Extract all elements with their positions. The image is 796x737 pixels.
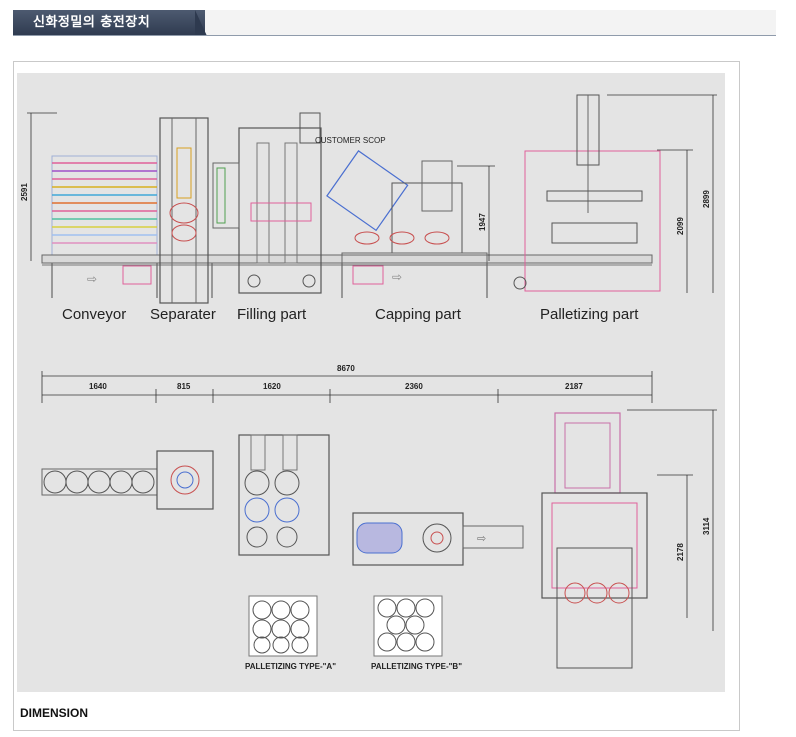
label-separater: Separater xyxy=(150,306,216,323)
customer-scope-label: CUSTOMER SCOP xyxy=(315,136,386,145)
label-palletizing-part: Palletizing part xyxy=(540,306,639,323)
tab-strip xyxy=(205,10,776,36)
dim-seg-2: 815 xyxy=(177,382,191,391)
plan-conveyor xyxy=(41,468,158,496)
dim-seg-1: 1640 xyxy=(89,382,107,391)
header-bar: 신화정밀의 충전장치 xyxy=(0,0,776,36)
palletizing-type-a-label: PALLETIZING TYPE-"A" xyxy=(245,662,336,671)
filling-part: CUSTOMER SCOP xyxy=(212,112,386,294)
dim-pallet-inner: 2099 xyxy=(676,217,685,235)
dimension-drawing: ⇨ ⇨ CUSTOMER SCOP xyxy=(17,73,725,692)
dim-left: 2591 xyxy=(20,183,29,201)
svg-text:⇨: ⇨ xyxy=(87,272,97,286)
palletizing-type-a: PALLETIZING TYPE-"A" xyxy=(245,595,336,671)
tab-notch xyxy=(195,10,207,36)
base-conveyor xyxy=(41,254,653,264)
label-filling-part: Filling part xyxy=(237,306,307,323)
plan-separator xyxy=(156,450,214,510)
svg-text:⇨: ⇨ xyxy=(477,533,486,545)
dim-plan-outer: 3114 xyxy=(702,517,711,535)
conveyor-stack xyxy=(51,155,158,257)
plan-palletizing xyxy=(541,412,648,669)
dim-seg-5: 2187 xyxy=(565,382,583,391)
palletizing-type-b-label: PALLETIZING TYPE-"B" xyxy=(371,662,462,671)
dim-capping: 1947 xyxy=(478,213,487,231)
dim-seg-3: 1620 xyxy=(263,382,281,391)
dim-pallet-outer: 2899 xyxy=(702,190,711,208)
capping-part xyxy=(326,150,488,266)
palletizing-part xyxy=(513,94,661,292)
separator-tower xyxy=(159,117,209,304)
dim-total-width: 8670 xyxy=(337,364,355,373)
dim-seg-4: 2360 xyxy=(405,382,423,391)
plan-capping: ⇨ xyxy=(352,512,524,566)
palletizing-type-b: PALLETIZING TYPE-"B" xyxy=(371,595,462,671)
plan-filling xyxy=(238,434,330,556)
svg-text:⇨: ⇨ xyxy=(392,270,402,284)
tab-title[interactable]: 신화정밀의 충전장치 xyxy=(13,10,205,36)
label-capping-part: Capping part xyxy=(375,306,461,323)
label-conveyor: Conveyor xyxy=(62,306,127,323)
dim-plan-inner: 2178 xyxy=(676,543,685,561)
machine-drawing-svg: ⇨ ⇨ CUSTOMER SCOP xyxy=(20,94,717,671)
tab-underline xyxy=(13,35,776,36)
dimension-caption: DIMENSION xyxy=(20,706,89,720)
